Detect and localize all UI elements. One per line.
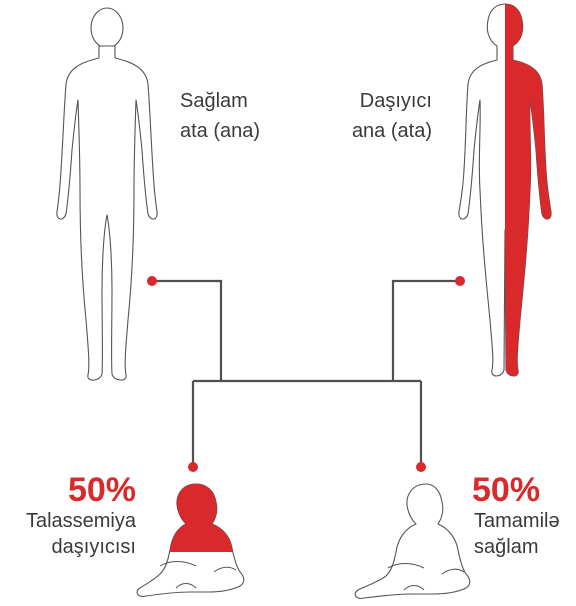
healthy-parent-label-line1: Sağlam [180, 86, 260, 116]
healthy-child-percent: 50% [472, 472, 540, 508]
healthy-child-label-line2: sağlam [474, 534, 560, 560]
carrier-parent-figure [459, 4, 551, 376]
healthy-child-label-line1: Tamamilə [474, 508, 560, 534]
healthy-child-figure [355, 484, 470, 598]
connector-lines [152, 281, 460, 467]
carrier-parent-label-line2: ana (ata) [340, 116, 432, 146]
carrier-child-percent: 50% [62, 472, 136, 508]
carrier-child-label-line1: Talassemiya [6, 508, 136, 534]
connector-dots [147, 276, 465, 472]
carrier-parent-label: Daşıyıcı ana (ata) [340, 86, 432, 146]
carrier-child-figure [137, 484, 244, 596]
carrier-child-label-line2: daşıyıcısı [6, 534, 136, 560]
carrier-parent-label-line1: Daşıyıcı [340, 86, 432, 116]
healthy-parent-figure [57, 8, 157, 380]
carrier-child-label: Talassemiya daşıyıcısı [6, 508, 136, 560]
healthy-parent-label: Sağlam ata (ana) [180, 86, 260, 146]
healthy-parent-label-line2: ata (ana) [180, 116, 260, 146]
healthy-child-label: Tamamilə sağlam [474, 508, 560, 560]
